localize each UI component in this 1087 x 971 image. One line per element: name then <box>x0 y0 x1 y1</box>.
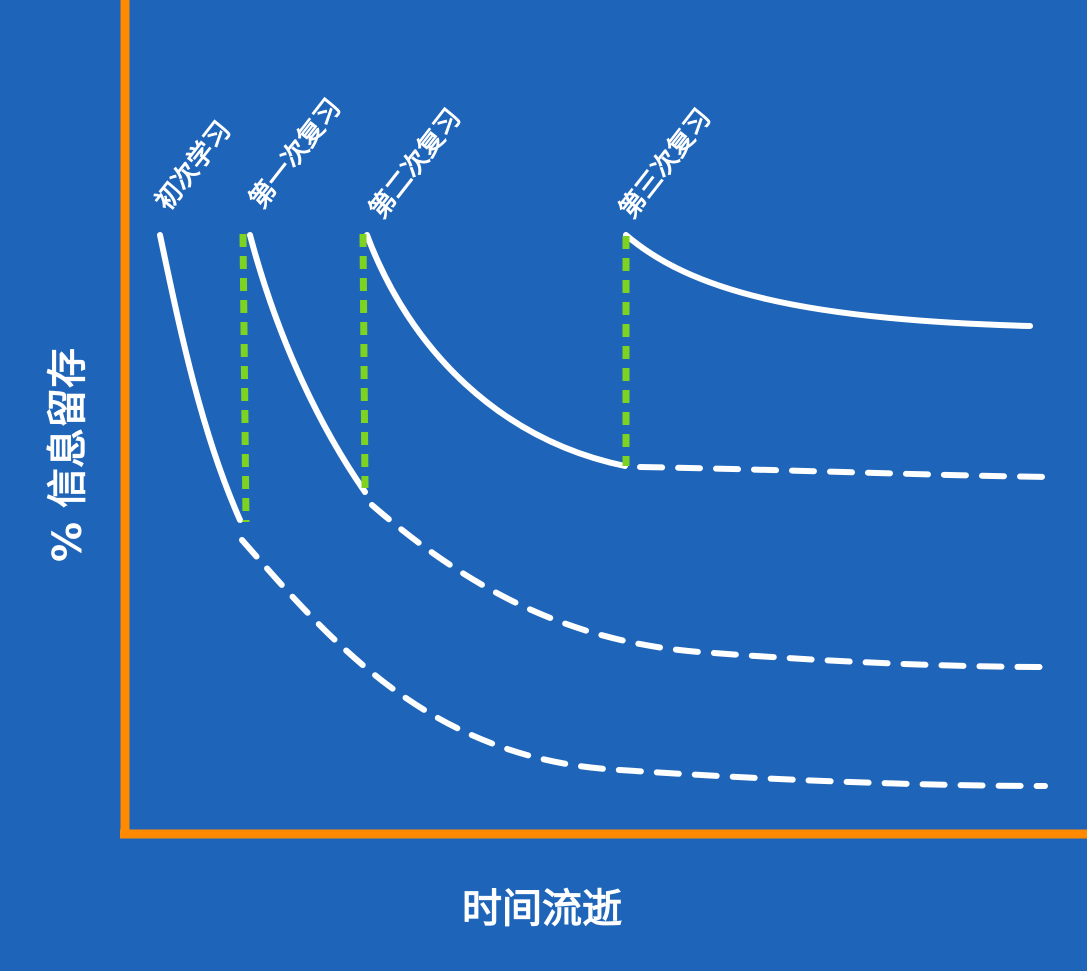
review-marker-2 <box>359 233 369 489</box>
x-axis-label: 时间流逝 <box>462 886 622 932</box>
y-axis-label: % 信息留存 <box>45 347 91 563</box>
curve-review1-dashed <box>369 502 1048 670</box>
curves <box>157 232 1058 789</box>
review-marker-1 <box>239 233 250 523</box>
event-label-review1: 第一次复习 <box>243 93 347 215</box>
event-label-review3: 第三次复习 <box>613 103 717 225</box>
review-markers <box>239 233 630 523</box>
curve-review1-solid <box>247 232 368 495</box>
curve-initial-solid <box>157 232 243 523</box>
event-labels: 初次学习 第一次复习 第二次复习 第三次复习 <box>149 93 717 225</box>
event-label-review2: 第二次复习 <box>363 103 467 225</box>
curve-review2-solid <box>364 232 628 469</box>
curve-review2-dashed <box>637 464 1058 480</box>
curve-review3-solid <box>623 232 1033 329</box>
curve-initial-dashed <box>239 537 1048 789</box>
event-label-initial: 初次学习 <box>149 115 237 216</box>
